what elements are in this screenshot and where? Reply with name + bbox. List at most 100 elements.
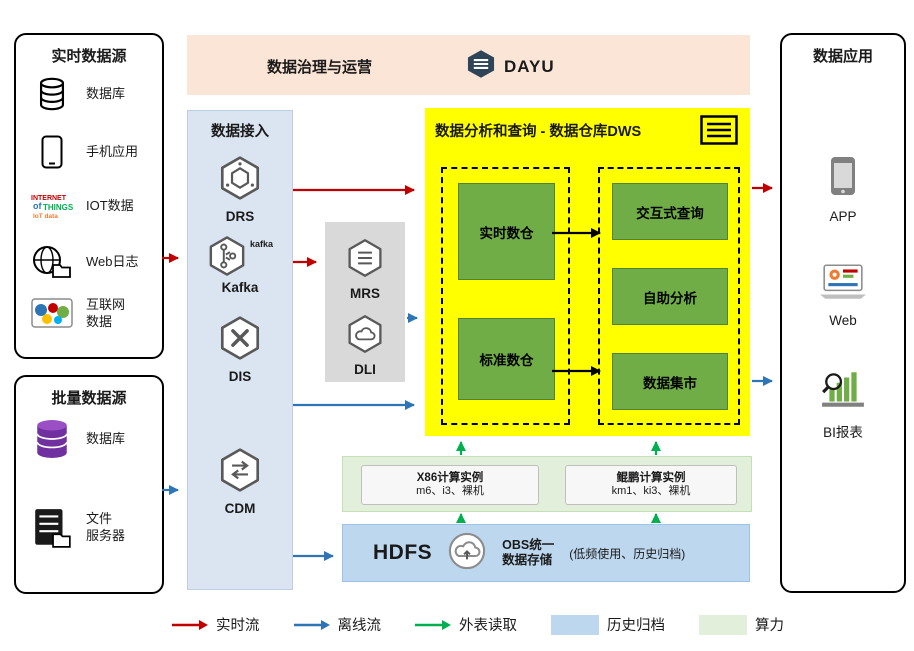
source-item-label: IOT数据: [86, 197, 134, 213]
dis-icon: [218, 315, 262, 366]
source-item-label: 互联网 数据: [86, 297, 126, 329]
web-dashboard-icon: [820, 263, 866, 306]
ingestion-title: 数据接入: [211, 124, 269, 140]
node-selfservice-analysis: 自助分析: [612, 268, 728, 325]
instance-name: 鲲鹏计算实例: [616, 471, 686, 484]
storage-panel: HDFS OBS统一 数据存储 (低频使用、历史归档): [342, 524, 750, 582]
database-icon: [26, 77, 78, 111]
dws-panel: 数据分析和查询 - 数据仓库DWS 实时数仓 标准数仓 交互式查询 自助分析 数…: [425, 108, 750, 436]
phone-icon: [26, 135, 78, 169]
batch-sources-title: 批量数据源: [51, 390, 127, 407]
app-item-web: Web: [782, 263, 904, 328]
source-item-label: 数据库: [86, 430, 126, 446]
bi-report-icon: [820, 369, 866, 414]
legend-external-read: 外表读取: [415, 614, 517, 635]
purple-database-icon: [26, 419, 78, 459]
legend: 实时流 离线流 外表读取 历史归档 算力: [172, 614, 784, 635]
governance-banner: 数据治理与运营 DAYU: [187, 35, 750, 95]
applications-panel: 数据应用 APP Web BI报表: [780, 33, 906, 593]
batch-item-database: 数据库: [26, 419, 156, 459]
instance-name: X86计算实例: [416, 471, 484, 484]
node-data-mart: 数据集市: [612, 353, 728, 410]
drs-icon: [218, 155, 262, 206]
source-item-weblog: Web日志: [26, 245, 156, 279]
red-arrow-icon: [172, 619, 208, 630]
ingestion-panel: 数据接入 DRS kafka Kafka DIS CDM: [187, 110, 293, 590]
obs-title: OBS统一 数据存储: [502, 538, 555, 567]
dws-title: 数据分析和查询 - 数据仓库DWS: [435, 124, 642, 140]
blue-arrow-icon: [293, 619, 330, 630]
hdfs-label: HDFS: [373, 541, 433, 564]
svg-text:THINGS: THINGS: [43, 203, 74, 212]
globe-folder-icon: [26, 245, 78, 279]
ingestion-item-label: CDM: [224, 501, 256, 516]
legend-label: 历史归档: [607, 618, 665, 634]
mrs-icon: [346, 238, 384, 283]
processing-item-label: DLI: [354, 362, 376, 377]
app-item-label: Web: [829, 313, 857, 328]
warehouse-group: 实时数仓 标准数仓: [441, 167, 570, 425]
svg-text:of: of: [33, 201, 42, 211]
applications-title: 数据应用: [812, 48, 873, 65]
processing-item-dli: DLI: [325, 314, 405, 377]
batch-sources-panel: 批量数据源 数据库 文件 服务器: [14, 375, 164, 594]
dayu-logo-text: DAYU: [504, 56, 555, 76]
ingestion-item-cdm: CDM: [188, 447, 292, 516]
obs-note: (低频使用、历史归档): [569, 546, 686, 561]
app-item-label: APP: [829, 209, 857, 224]
legend-archive: 历史归档: [551, 614, 665, 635]
processing-item-mrs: MRS: [325, 238, 405, 301]
source-item-label: Web日志: [86, 253, 139, 269]
kafka-icon: kafka: [207, 235, 273, 277]
instance-spec: km1、ki3、裸机: [611, 485, 691, 498]
compute-panel: X86计算实例 m6、i3、裸机 鲲鹏计算实例 km1、ki3、裸机: [342, 456, 752, 512]
ingestion-item-label: DIS: [228, 369, 252, 384]
green-arrow-icon: [415, 619, 451, 630]
legend-label: 实时流: [216, 618, 260, 634]
source-item-label: 手机应用: [86, 143, 139, 159]
file-server-icon: [26, 507, 78, 549]
dayu-logo: DAYU: [465, 49, 555, 84]
source-item-label: 数据库: [86, 85, 126, 101]
source-item-database: 数据库: [26, 77, 156, 111]
ingestion-item-label: Kafka: [221, 280, 259, 295]
ingestion-item-kafka: kafka Kafka: [188, 235, 292, 295]
dws-document-icon: [700, 115, 738, 150]
node-standard-warehouse: 标准数仓: [458, 318, 555, 400]
legend-label: 外表读取: [459, 618, 517, 634]
source-item-label: 文件 服务器: [86, 511, 126, 543]
batch-item-fileserver: 文件 服务器: [26, 507, 156, 549]
processing-item-label: MRS: [350, 286, 380, 301]
processing-panel: MRS DLI: [325, 222, 405, 382]
app-item-label: BI报表: [823, 425, 863, 440]
dayu-icon: [465, 49, 497, 84]
compute-instance-kunpeng: 鲲鹏计算实例 km1、ki3、裸机: [565, 465, 737, 505]
dli-icon: [346, 314, 384, 359]
svg-text:IoT data: IoT data: [33, 213, 58, 220]
node-interactive-query: 交互式查询: [612, 183, 728, 240]
smartphone-icon: [830, 155, 856, 202]
obs-cloud-icon: [447, 531, 487, 576]
compute-instance-x86: X86计算实例 m6、i3、裸机: [361, 465, 539, 505]
kafka-logo-text: kafka: [249, 239, 274, 249]
source-item-mobile-app: 手机应用: [26, 135, 156, 169]
cdm-icon: [218, 447, 262, 498]
ingestion-item-label: DRS: [225, 209, 255, 224]
legend-compute: 算力: [699, 614, 784, 635]
legend-label: 算力: [755, 618, 784, 634]
legend-offline-flow: 离线流: [293, 614, 381, 635]
app-item-app: APP: [782, 155, 904, 224]
legend-realtime-flow: 实时流: [172, 614, 260, 635]
services-group: 交互式查询 自助分析 数据集市: [598, 167, 740, 425]
ingestion-item-drs: DRS: [188, 155, 292, 224]
node-realtime-warehouse: 实时数仓: [458, 183, 555, 280]
svg-text:INTERNET: INTERNET: [31, 195, 67, 202]
source-item-internet-data: 互联网 数据: [26, 297, 156, 331]
compute-swatch: [699, 614, 747, 635]
internet-data-icon: [26, 298, 78, 330]
realtime-sources-title: 实时数据源: [51, 48, 127, 65]
